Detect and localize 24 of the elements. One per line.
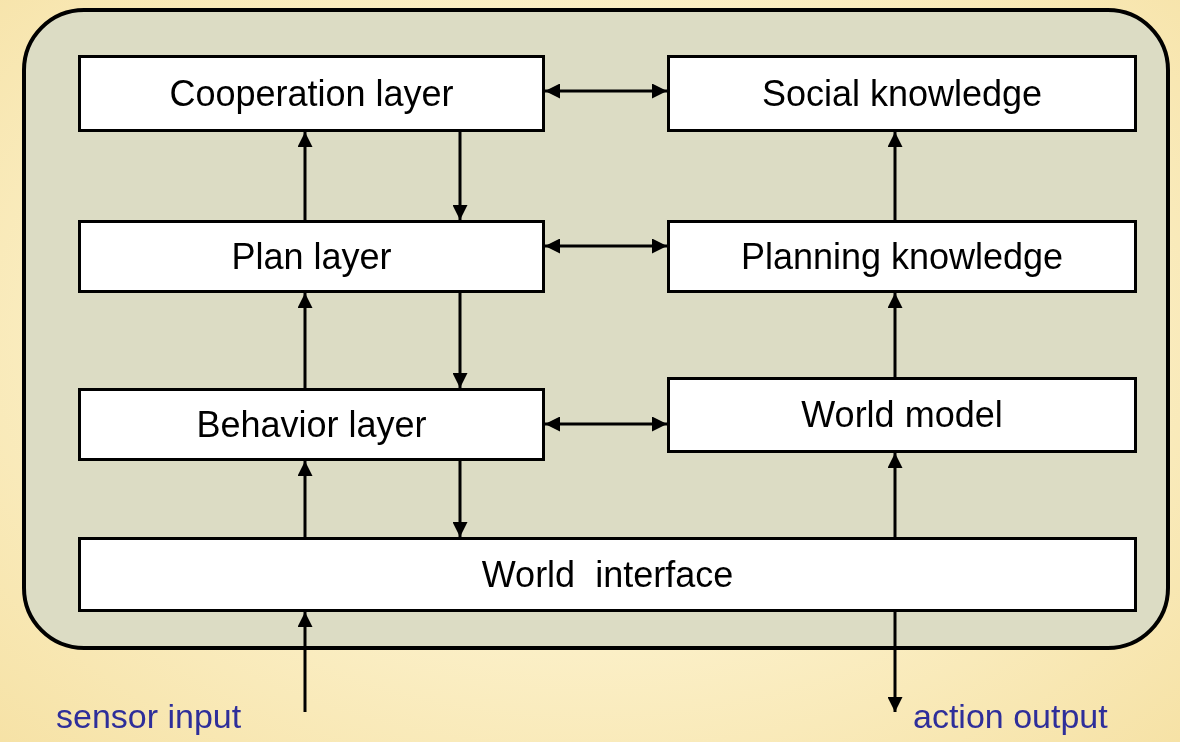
arrow: [297, 612, 313, 712]
arrow: [887, 453, 903, 537]
layer-box: Cooperation layer: [78, 55, 545, 132]
layer-box: Behavior layer: [78, 388, 545, 461]
layer-box: Planning knowledge: [667, 220, 1137, 293]
arrow: [452, 461, 468, 537]
io-label: sensor input: [56, 697, 289, 736]
arrow: [887, 612, 903, 712]
arrow: [545, 83, 667, 99]
layer-box: Plan layer: [78, 220, 545, 293]
arrow: [297, 132, 313, 220]
arrow: [452, 293, 468, 388]
container-panel: [22, 8, 1170, 650]
layer-box: World interface: [78, 537, 1137, 612]
arrow: [545, 238, 667, 254]
arrow: [297, 293, 313, 388]
arrow: [887, 293, 903, 377]
arrow: [887, 132, 903, 220]
layer-box: World model: [667, 377, 1137, 453]
arrow: [452, 132, 468, 220]
arrow: [545, 416, 667, 432]
arrow: [297, 461, 313, 537]
io-label: action output: [913, 697, 1158, 736]
layer-box: Social knowledge: [667, 55, 1137, 132]
